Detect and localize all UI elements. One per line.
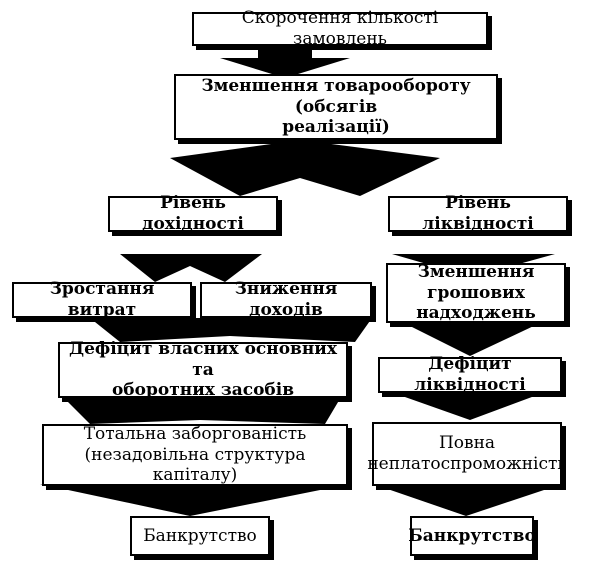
node-bankruptcy-left-line-1: Банкрутство (143, 525, 257, 546)
node-income-decline-line-1: Зниження доходів (234, 279, 338, 320)
arrow-n9-n11 (388, 391, 548, 420)
node-cash-inflow-decrease: Зменшення грошових надходжень (386, 261, 566, 324)
node-liquidity-deficit: Дефіцит ліквідності (378, 354, 562, 395)
node-turnover-decrease-line-2: реалізації) (282, 117, 390, 138)
node-liquidity-level-line-1: Рівень ліквідності (422, 193, 534, 234)
node-own-assets-deficit-line-2: оборотних засобів (111, 380, 295, 401)
node-bankruptcy-right-line-1: Банкрутство (408, 525, 536, 546)
node-total-debt-line-1: Тотальна заборгованість (83, 423, 307, 444)
node-own-assets-deficit-line-1: Дефіцит власних основних та (68, 338, 338, 380)
node-own-assets-deficit: Дефіцит власних основних та оборотних за… (58, 338, 348, 401)
node-profitability-level: Рівень дохідності (108, 193, 278, 234)
node-full-insolvency: Повна неплатоспроможність (367, 422, 567, 486)
node-order-reduction-line-1: Скорочення кількості замовлень (241, 8, 439, 49)
node-bankruptcy-left: Банкрутство (130, 516, 270, 556)
arrow-n11-n13 (373, 484, 562, 516)
node-total-debt-line-2: (незадовільна структура капіталу) (84, 444, 306, 486)
node-income-decline: Зниження доходів (200, 279, 372, 320)
arrow-n7-n9 (404, 323, 540, 356)
node-turnover-decrease: Зменшення товарообороту (обсягів реаліза… (174, 74, 498, 140)
node-full-insolvency-line-1: Повна (438, 433, 496, 454)
arrow-n3-n5-n6 (120, 254, 262, 282)
node-cash-inflow-decrease-line-1: Зменшення грошових (417, 261, 535, 303)
node-liquidity-level: Рівень ліквідності (388, 193, 568, 234)
node-liquidity-deficit-line-1: Дефіцит ліквідності (414, 354, 526, 395)
node-cost-growth: Зростання витрат (12, 279, 192, 320)
node-profitability-level-line-1: Рівень дохідності (142, 193, 244, 234)
node-order-reduction: Скорочення кількості замовлень (192, 8, 488, 49)
node-total-debt: Тотальна заборгованість (незадовільна ст… (42, 424, 348, 486)
node-cost-growth-line-1: Зростання витрат (49, 279, 155, 320)
arrow-n2-n3-n4 (170, 140, 440, 196)
arrow-n1-n2 (220, 46, 350, 78)
node-bankruptcy-right: Банкрутство (408, 516, 536, 556)
arrow-n10-n12 (40, 484, 350, 516)
node-cash-inflow-decrease-line-2: надходжень (416, 303, 536, 324)
arrow-n5-n6-n8 (90, 318, 372, 342)
arrow-n8-n10 (58, 392, 344, 424)
node-full-insolvency-line-2: неплатоспроможність (367, 454, 567, 474)
node-turnover-decrease-line-1: Зменшення товарообороту (обсягів (201, 75, 471, 117)
